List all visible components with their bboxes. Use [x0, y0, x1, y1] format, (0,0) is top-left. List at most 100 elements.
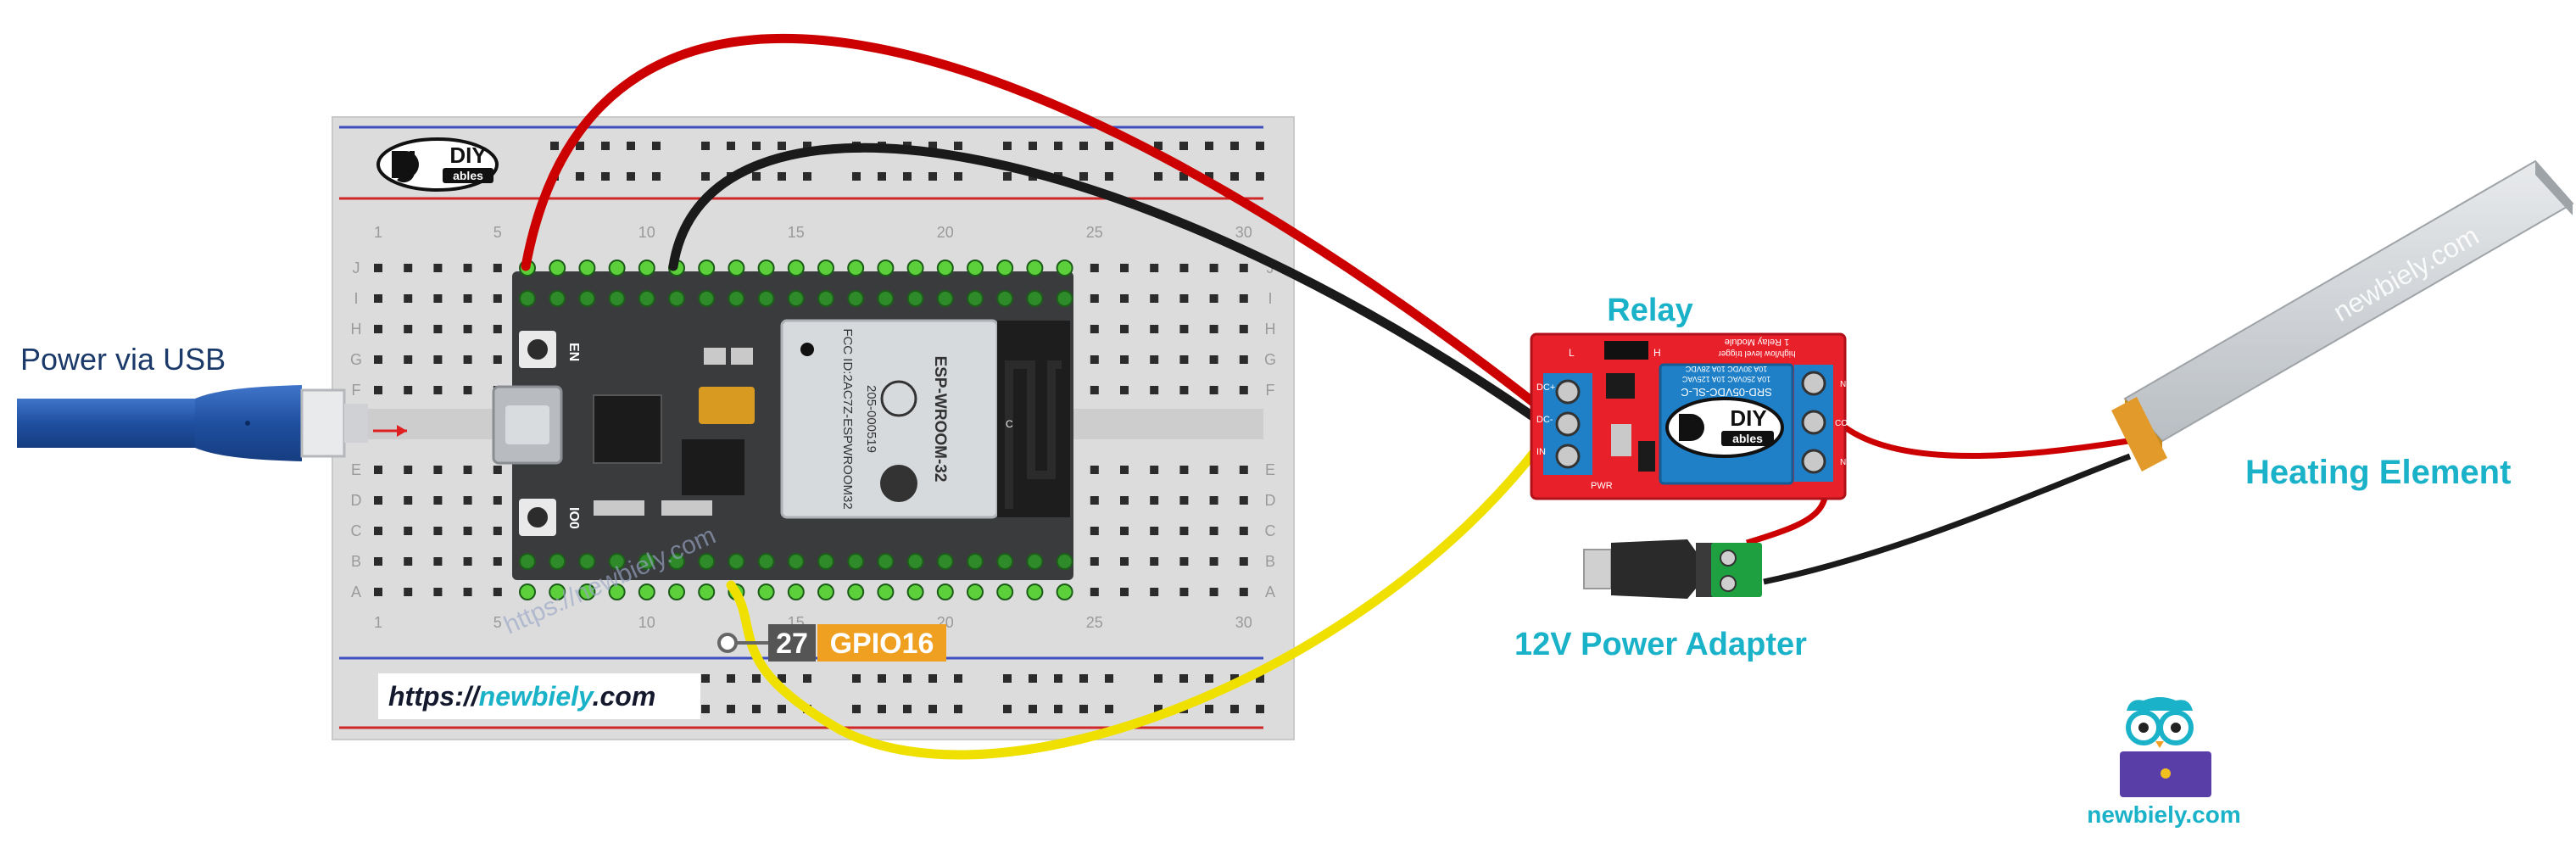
header-pin — [936, 260, 954, 276]
breadboard-hole — [1090, 386, 1099, 394]
header-pin — [877, 583, 895, 600]
breadboard-hole — [433, 527, 443, 535]
rail-hole — [778, 142, 786, 150]
breadboard-hole — [374, 527, 382, 535]
column-number: 25 — [1086, 614, 1103, 631]
breadboard-hole — [1120, 264, 1129, 272]
rail-hole — [928, 172, 937, 181]
header-pin — [847, 260, 865, 276]
header-pin — [578, 260, 596, 276]
rail-hole — [1079, 142, 1088, 150]
header-pin — [698, 260, 716, 276]
header-pin — [698, 583, 716, 600]
header-pin — [847, 290, 865, 307]
breadboard-hole — [433, 325, 443, 333]
breadboard-hole — [1150, 325, 1159, 333]
terminal-no: NO — [1840, 380, 1853, 389]
breadboard-hole — [1150, 355, 1159, 364]
row-letter: G — [350, 351, 362, 368]
header-pin — [906, 260, 924, 276]
rail-hole — [954, 674, 962, 683]
breadboard-hole — [463, 496, 472, 505]
capacitor — [699, 387, 755, 424]
breadboard-hole — [1239, 294, 1248, 303]
breadboard-hole — [433, 264, 443, 272]
header-pin — [608, 260, 626, 276]
breadboard-hole — [493, 264, 502, 272]
breadboard-hole — [493, 325, 502, 333]
power-adapter-label: 12V Power Adapter — [1514, 627, 1807, 662]
rail-hole — [954, 142, 962, 150]
ce-mark — [880, 380, 917, 417]
rail-hole — [550, 142, 559, 150]
header-pin — [967, 290, 984, 307]
header-pin — [698, 290, 716, 307]
rail-hole — [652, 142, 661, 150]
url-domain: newbiely — [479, 681, 595, 712]
rail-hole — [852, 172, 861, 181]
row-letter: C — [351, 522, 362, 539]
header-pin — [549, 290, 566, 307]
rail-hole — [1256, 674, 1264, 683]
rail-hole — [1079, 705, 1088, 713]
breadboard-hole — [463, 466, 472, 474]
breadboard-hole — [1179, 527, 1189, 535]
breadboard-hole — [433, 557, 443, 566]
column-number: 30 — [1235, 224, 1252, 241]
rail-hole — [727, 674, 735, 683]
rail-hole — [1179, 142, 1188, 150]
header-pin — [936, 583, 954, 600]
breadboard-hole — [404, 496, 413, 505]
relay-header-text: 1 Relay Module — [1725, 337, 1789, 347]
rail-hole — [601, 172, 610, 181]
breadboard-hole — [1209, 264, 1218, 272]
gpio-pin-marker: 27 GPIO16 — [717, 624, 946, 662]
wire-red-heater — [1820, 402, 2129, 460]
column-number: 30 — [1235, 614, 1252, 631]
breadboard-hole — [1090, 588, 1099, 596]
header-pin — [1056, 290, 1073, 307]
rail-hole — [778, 674, 786, 683]
breadboard-hole — [1179, 466, 1189, 474]
antenna-mark: C — [1006, 418, 1013, 430]
header-pin — [638, 290, 655, 307]
breadboard-hole — [1150, 294, 1159, 303]
breadboard-hole — [374, 355, 382, 364]
breadboard-hole — [404, 386, 413, 394]
relay-pwr-label: PWR — [1591, 481, 1613, 491]
header-pin — [936, 553, 954, 570]
rail-hole — [903, 674, 912, 683]
header-pin — [906, 290, 924, 307]
breadboard-hole — [1120, 527, 1129, 535]
breadboard-hole — [374, 466, 382, 474]
relay-pin-dcminus: DC- — [1536, 415, 1553, 425]
row-letter: H — [351, 321, 362, 338]
breadboard-hole — [1179, 386, 1189, 394]
rail-hole — [1105, 674, 1113, 683]
header-pin — [668, 290, 685, 307]
header-pin — [817, 583, 834, 600]
rail-hole — [1079, 172, 1088, 181]
breadboard-hole — [1150, 588, 1159, 596]
header-pin — [638, 553, 655, 570]
rail-hole — [1105, 705, 1113, 713]
rail-hole — [1230, 172, 1239, 181]
rail-hole — [878, 674, 886, 683]
header-pin — [996, 583, 1014, 600]
rail-hole — [1003, 674, 1012, 683]
row-letter: B — [1265, 553, 1275, 570]
rail-hole — [727, 142, 735, 150]
breadboard-hole — [1150, 466, 1159, 474]
breadboard-hole — [493, 557, 502, 566]
relay-pin-dcplus: DC+ — [1536, 382, 1555, 393]
breadboard-hole — [404, 527, 413, 535]
rail-hole — [928, 705, 937, 713]
breadboard-hole — [374, 294, 382, 303]
breadboard-hole — [404, 588, 413, 596]
breadboard-hole — [1120, 294, 1129, 303]
column-number: 20 — [937, 224, 954, 241]
relay-rating-2: 10A 30VDC 10A 28VDC — [1685, 365, 1767, 373]
rail-hole — [627, 142, 635, 150]
column-number: 15 — [788, 224, 805, 241]
